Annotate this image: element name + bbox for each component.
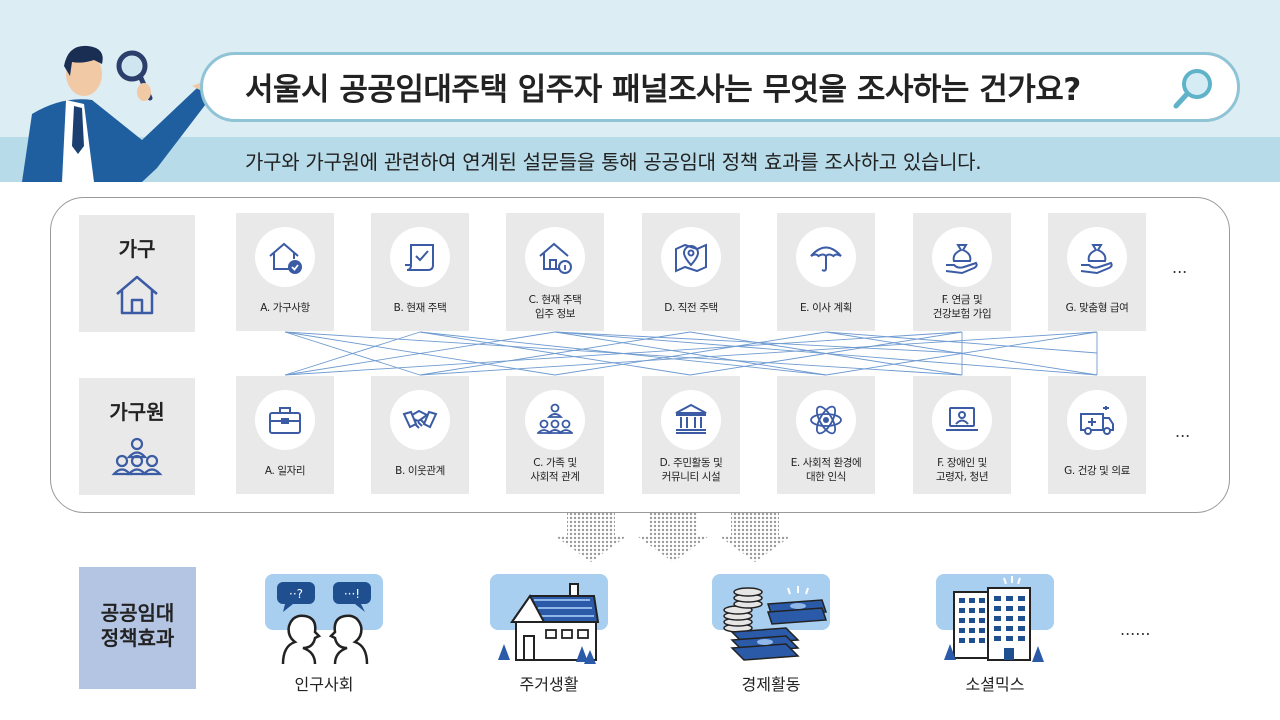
household-item-label: D. 직전 주택 — [664, 302, 718, 314]
header-subtitle-strip — [0, 137, 1280, 182]
map-pin-icon — [675, 243, 707, 273]
document-check-icon — [405, 244, 434, 271]
handshake-icon — [402, 409, 438, 429]
man-with-magnifier-illustration — [22, 45, 220, 182]
household-card-d[interactable]: D. 직전 주택 — [642, 213, 740, 331]
search-icon — [1173, 69, 1212, 109]
effect-social-mix[interactable]: 소셜믹스 — [936, 568, 1054, 694]
down-arrows-graphic — [555, 512, 791, 562]
money-stack-icon — [723, 586, 828, 661]
household-item-label: E. 이사 계획 — [799, 302, 853, 314]
household-label: 가구 — [118, 237, 156, 261]
household-item-label: G. 맞춤형 급여 — [1065, 302, 1129, 314]
effect-label: 인구사회 — [294, 675, 354, 694]
member-row-header: 가구원 — [79, 378, 195, 495]
household-item-label: A. 가구사항 — [260, 302, 310, 314]
member-card-b[interactable]: B. 이웃관계 — [371, 376, 469, 494]
member-card-g[interactable]: G. 건강 및 의료 — [1048, 376, 1146, 494]
household-card-e[interactable]: E. 이사 계획 — [777, 213, 875, 331]
people-group-icon — [111, 437, 163, 476]
house-building-icon — [498, 583, 600, 664]
household-more-indicator: ... — [1172, 258, 1188, 277]
ambulance-icon — [1080, 406, 1114, 435]
page-title: 서울시 공공임대주택 입주자 패널조사는 무엇을 조사하는 건가요? — [245, 72, 1081, 108]
effect-label: 주거생활 — [519, 675, 579, 694]
house-outline-icon — [116, 275, 158, 315]
laptop-person-icon — [946, 407, 978, 431]
effects-more-indicator: ...... — [1120, 620, 1151, 639]
member-item-label: B. 이웃관계 — [395, 465, 445, 477]
house-info-icon — [539, 242, 572, 274]
effect-population-society[interactable]: ··? ···! 인구사회 — [265, 568, 383, 694]
household-row-header: 가구 — [79, 215, 195, 332]
house-check-icon — [269, 242, 302, 274]
umbrella-icon — [810, 246, 842, 272]
svg-text:···!: ···! — [344, 587, 360, 601]
title-pill — [200, 52, 1240, 122]
household-card-a[interactable]: A. 가구사항 — [236, 213, 334, 331]
household-card-g[interactable]: G. 맞춤형 급여 — [1048, 213, 1146, 331]
building-columns-icon — [675, 403, 707, 434]
effect-label: 소셜믹스 — [965, 675, 1025, 694]
money-bag-hand-icon — [1080, 244, 1113, 275]
page-subtitle: 가구와 가구원에 관련하여 연계된 설문들을 통해 공공임대 정책 효과를 조사… — [245, 150, 982, 174]
effect-label: 경제활동 — [741, 675, 801, 694]
member-item-label: G. 건강 및 의료 — [1064, 465, 1130, 477]
member-card-a[interactable]: A. 일자리 — [236, 376, 334, 494]
member-label: 가구원 — [109, 400, 165, 424]
member-more-indicator: ... — [1175, 422, 1191, 441]
member-item-label: A. 일자리 — [264, 465, 306, 477]
effect-economic-activity[interactable]: 경제활동 — [712, 568, 830, 694]
briefcase-icon — [269, 407, 301, 434]
atom-icon — [810, 405, 842, 435]
money-bag-hand-icon — [945, 244, 978, 275]
apartment-buildings-icon — [944, 576, 1044, 662]
svg-text:··?: ··? — [289, 587, 303, 601]
conversation-icon: ··? ···! — [277, 582, 371, 665]
household-card-b[interactable]: B. 현재 주택 — [371, 213, 469, 331]
effect-housing-life[interactable]: 주거생활 — [490, 568, 608, 694]
household-item-label: B. 현재 주택 — [393, 302, 447, 314]
people-network-icon — [537, 403, 573, 434]
